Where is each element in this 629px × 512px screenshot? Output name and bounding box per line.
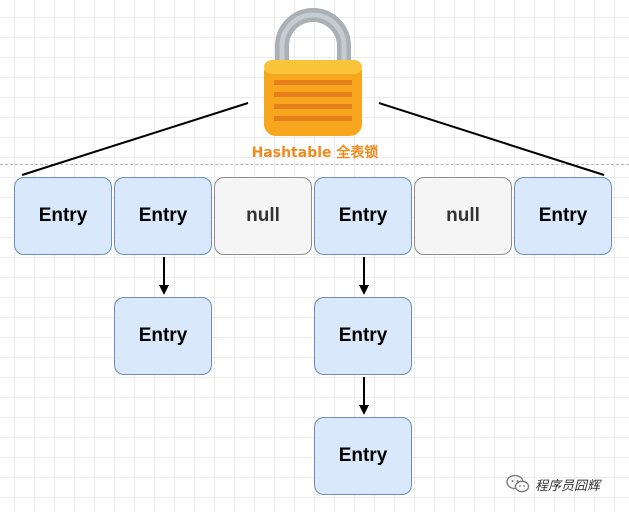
lock-left-line [21,102,249,176]
watermark: 程序员囧辉 [506,474,600,494]
table-slot-entry: Entry [14,177,112,255]
lock-caption: Hashtable 全表锁 [251,145,379,161]
table-slot-entry: Entry [314,177,412,255]
table-slot-entry: Entry [514,177,612,255]
padlock-icon [264,8,362,136]
divider-dashed-line [0,164,629,165]
lock-right-line [378,102,605,176]
table-slot-entry: Entry [114,177,212,255]
chain-entry-node: Entry [114,297,212,375]
table-slot-null: null [214,177,312,255]
watermark-text: 程序员囧辉 [535,478,601,494]
chain-entry-node: Entry [314,297,412,375]
wechat-icon [506,474,530,493]
chain-entry-node: Entry [314,417,412,495]
table-slot-null: null [414,177,512,255]
